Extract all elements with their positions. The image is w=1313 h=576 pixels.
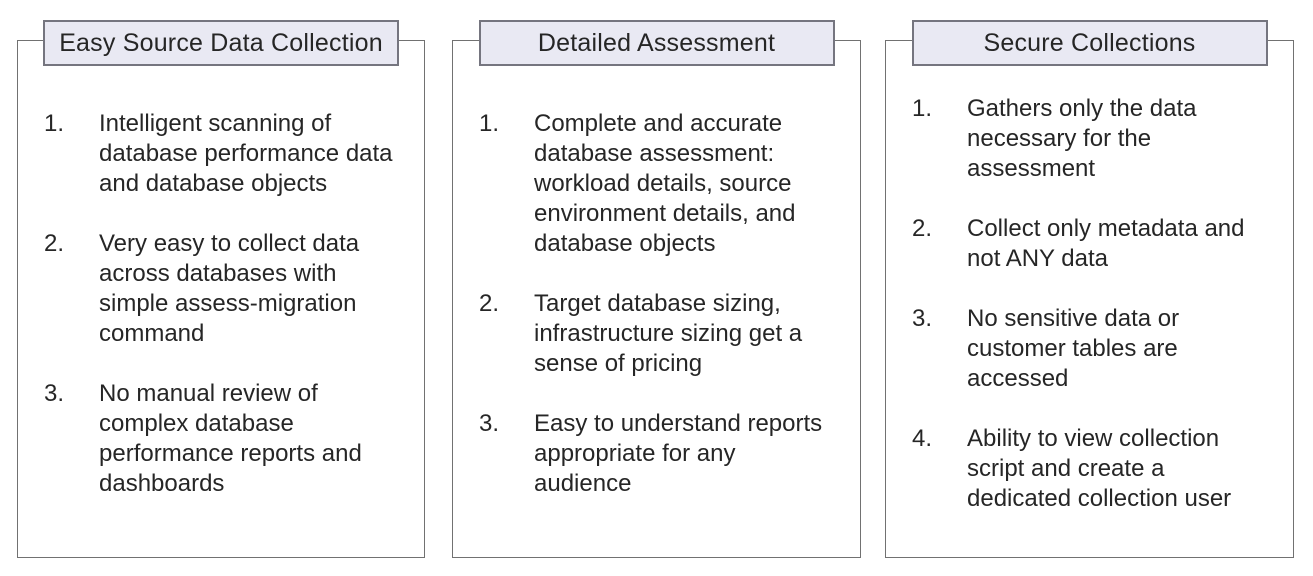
list-item-text: Complete and accurate database assessmen… [534,110,796,257]
list-item-number: 3. [479,410,500,437]
list-item-number: 3. [44,380,65,407]
list-item: 4. Ability to view collection script and… [886,424,1289,514]
list-item-number: 3. [912,305,933,332]
panel-title: Detailed Assessment [537,28,776,57]
panel-title-box: Detailed Assessment [478,20,835,66]
list-item-text: No manual review of complex database per… [99,380,362,497]
list-item-number: 2. [912,215,933,242]
list-item-text: Intelligent scanning of database perform… [99,110,393,197]
list-item-text: Gathers only the data necessary for the … [967,95,1197,182]
list-item: 2. Very easy to collect data across data… [18,229,420,349]
panel-easy-source-data-collection: Easy Source Data Collection 1. Intellige… [17,20,425,558]
list-item-text: Target database sizing, infrastructure s… [534,290,803,377]
list-item-text: Ability to view collection script and cr… [967,425,1232,512]
feature-list: 1. Gathers only the data necessary for t… [886,41,1293,514]
list-item: 3. No manual review of complex database … [18,379,420,499]
list-item-number: 2. [479,290,500,317]
panel-title-box: Easy Source Data Collection [43,20,399,66]
list-item: 3. Easy to understand reports appropriat… [453,409,856,499]
list-item-number: 4. [912,425,933,452]
list-item: 3. No sensitive data or customer tables … [886,304,1289,394]
list-item: 1. Intelligent scanning of database perf… [18,109,420,199]
panel-title: Secure Collections [983,28,1196,57]
list-item: 1. Gathers only the data necessary for t… [886,94,1289,184]
list-item-number: 1. [912,95,933,122]
panel-secure-collections: Secure Collections 1. Gathers only the d… [885,20,1294,558]
list-item-text: Collect only metadata and not ANY data [967,215,1245,272]
list-item-number: 1. [44,110,65,137]
feature-list: 1. Complete and accurate database assess… [453,41,860,499]
list-item-text: Easy to understand reports appropriate f… [534,410,823,497]
feature-list: 1. Intelligent scanning of database perf… [18,41,424,499]
list-item-number: 2. [44,230,65,257]
panel-title: Easy Source Data Collection [59,28,383,57]
list-item-text: No sensitive data or customer tables are… [967,305,1180,392]
list-item: 2. Collect only metadata and not ANY dat… [886,214,1289,274]
panel-detailed-assessment: Detailed Assessment 1. Complete and accu… [452,20,861,558]
list-item-text: Very easy to collect data across databas… [99,230,360,347]
panel-title-box: Secure Collections [911,20,1268,66]
list-item-number: 1. [479,110,500,137]
list-item: 2. Target database sizing, infrastructur… [453,289,856,379]
list-item: 1. Complete and accurate database assess… [453,109,856,259]
